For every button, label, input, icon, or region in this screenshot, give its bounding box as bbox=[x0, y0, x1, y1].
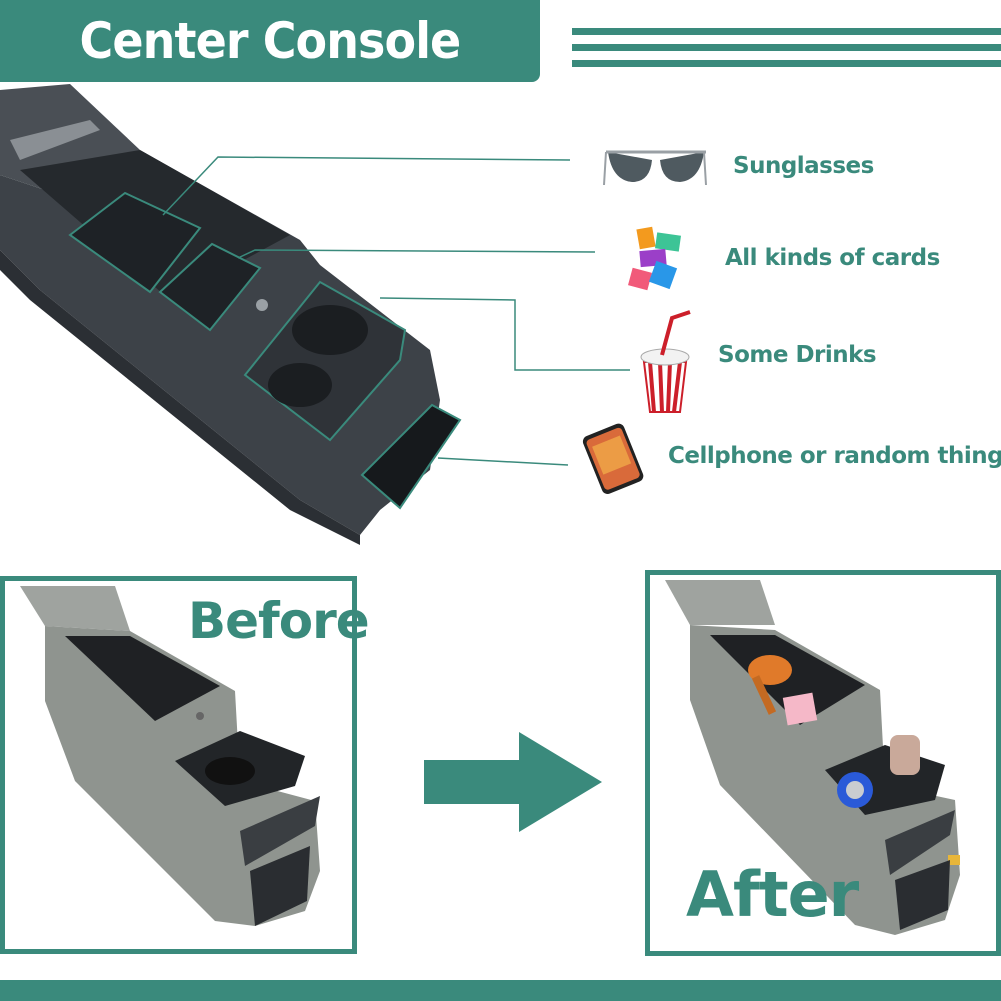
feature-label-sunglasses: Sunglasses bbox=[733, 153, 874, 179]
feature-label-cellphone: Cellphone or random things bbox=[668, 443, 1001, 469]
sunglasses-icon bbox=[603, 150, 707, 186]
title-banner: Center Console bbox=[0, 0, 540, 82]
header-stripe bbox=[572, 28, 1001, 35]
header-stripe bbox=[572, 60, 1001, 67]
header-stripe bbox=[572, 44, 1001, 51]
arrow-right-icon bbox=[424, 732, 602, 832]
console-illustration bbox=[0, 84, 707, 545]
after-label: After bbox=[686, 858, 859, 931]
cards-icon bbox=[628, 226, 681, 291]
console-before-image bbox=[20, 586, 320, 926]
bottom-bar bbox=[0, 980, 1001, 1001]
before-panel bbox=[0, 576, 357, 954]
cellphone-icon bbox=[582, 423, 644, 494]
after-panel bbox=[645, 570, 1001, 956]
page-title: Center Console bbox=[79, 12, 462, 70]
before-label: Before bbox=[188, 592, 370, 650]
drink-cup-icon bbox=[640, 310, 691, 413]
feature-label-cards: All kinds of cards bbox=[725, 245, 940, 271]
feature-label-drinks: Some Drinks bbox=[718, 342, 877, 368]
console-after-image bbox=[665, 580, 960, 935]
